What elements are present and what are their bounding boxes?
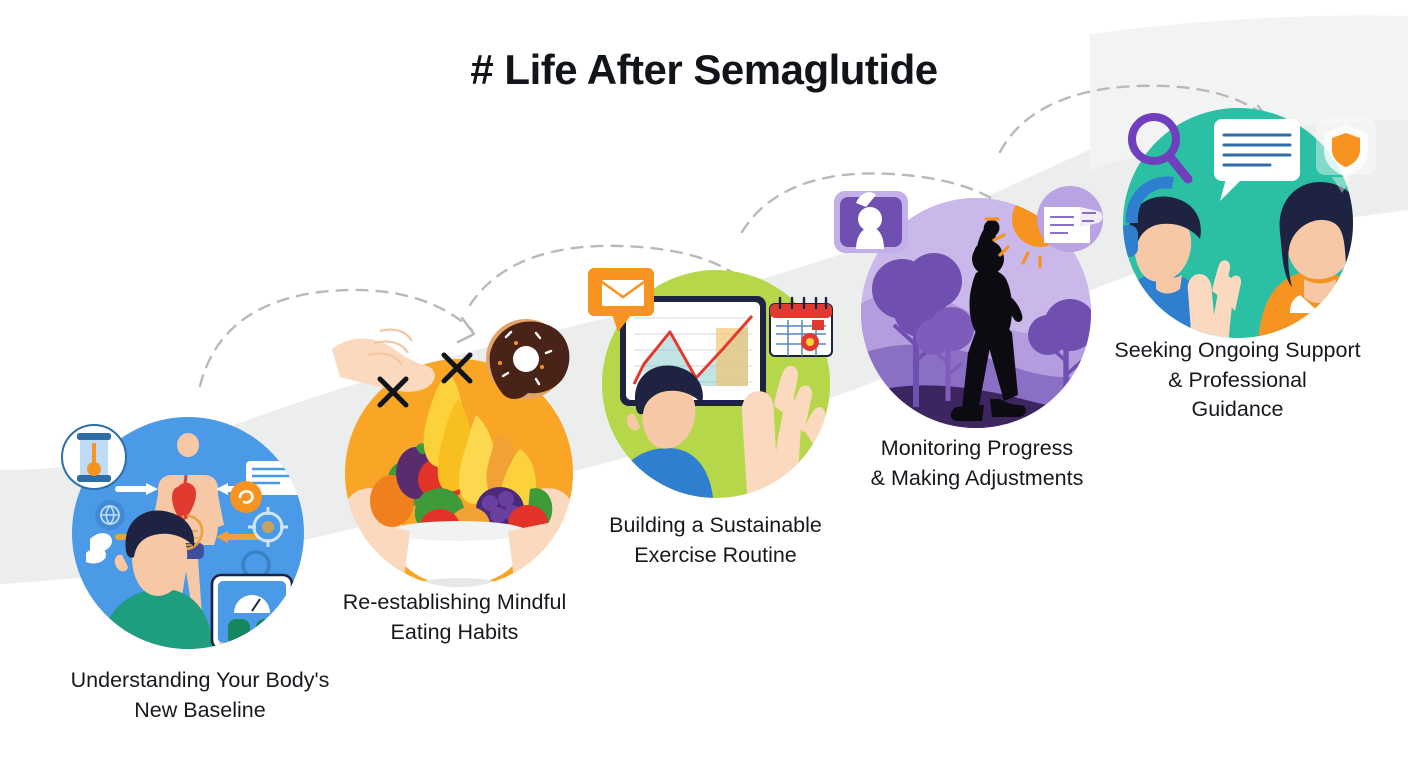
waving-hand xyxy=(1187,260,1242,338)
shield-icon xyxy=(1316,119,1376,193)
step-2-label: Re-establishing Mindful Eating Habits xyxy=(342,590,567,644)
step-1-label: Understanding Your Body's New Baseline xyxy=(70,668,330,722)
fruit-bowl xyxy=(392,521,526,587)
step-3-label: Building a Sustainable Exercise Routine xyxy=(609,513,822,567)
step-4-illustration xyxy=(834,185,1106,435)
step-1-illustration xyxy=(60,405,310,655)
alert-badge xyxy=(230,481,262,513)
step-5-illustration xyxy=(1118,105,1376,345)
leaf-icon xyxy=(86,533,112,564)
gear-icon xyxy=(248,507,288,547)
step-3-illustration xyxy=(588,258,838,508)
newspaper-icon xyxy=(1037,186,1103,252)
donut-icon xyxy=(486,319,570,399)
globe-icon xyxy=(95,500,125,530)
calendar-icon xyxy=(769,296,833,357)
person-avatar xyxy=(612,365,714,498)
step-5-label: Seeking Ongoing Support & Professional G… xyxy=(1114,338,1361,422)
tree-mid xyxy=(916,307,974,401)
step-4-label: Monitoring Progress & Making Adjustments xyxy=(870,436,1084,490)
page-title: # Life After Semaglutide xyxy=(470,46,938,93)
weight-scale-icon xyxy=(210,573,294,649)
headset-icon xyxy=(1123,176,1174,257)
thermometer-icon xyxy=(61,424,127,490)
tree-right xyxy=(1028,299,1091,403)
video-call-icon xyxy=(834,191,908,253)
step-2-illustration xyxy=(330,313,588,593)
tree-left xyxy=(872,253,962,407)
